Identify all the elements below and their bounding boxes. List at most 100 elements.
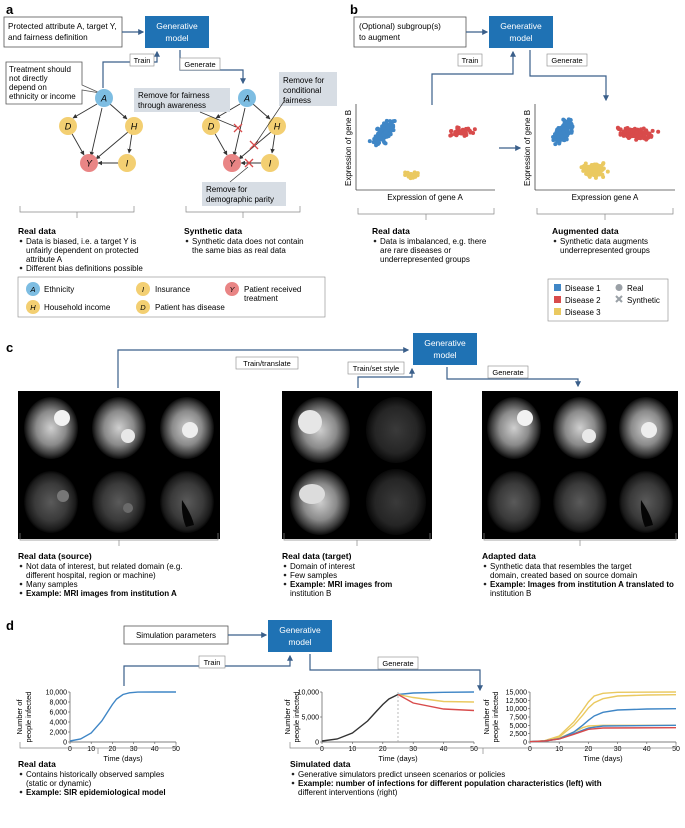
node-h-real bbox=[125, 117, 143, 135]
disease-1-point bbox=[556, 134, 561, 139]
x-tick-label: 20 bbox=[585, 746, 593, 753]
svg-text:are rare diseases or: are rare diseases or bbox=[380, 246, 451, 255]
fairness-input-text: Protected attribute A, target Y, and fai… bbox=[8, 22, 119, 42]
disease-1-point bbox=[392, 119, 397, 124]
y-tick-label: 2,000 bbox=[49, 730, 67, 737]
real-data-title-a: Real data bbox=[18, 226, 56, 236]
y-tick-label: 10,000 bbox=[46, 690, 68, 697]
y-tick-label: 7,500 bbox=[509, 715, 527, 722]
legend-disease-3: Disease 3 bbox=[565, 308, 601, 317]
svg-text:attribute A: attribute A bbox=[26, 255, 63, 264]
x-tick-label: 20 bbox=[109, 746, 117, 753]
series-line bbox=[321, 693, 399, 742]
disease-2-point bbox=[641, 126, 646, 131]
x-tick-label: 0 bbox=[320, 746, 324, 753]
disease-1-point bbox=[564, 126, 569, 131]
y-tick-label: 2,500 bbox=[509, 731, 527, 738]
svg-text:Train/set style: Train/set style bbox=[353, 364, 399, 373]
disease-1-point bbox=[553, 142, 558, 147]
generative-model-d: Generative model bbox=[268, 620, 332, 652]
disease-2-point bbox=[638, 136, 643, 141]
disease-3-point bbox=[584, 171, 589, 176]
svg-text:Remove for demographic p: Remove for demographic parity bbox=[206, 185, 274, 204]
node-y-real bbox=[80, 154, 98, 172]
disease-1-point bbox=[367, 139, 372, 144]
disease-2-point bbox=[631, 128, 636, 133]
real-dag bbox=[70, 103, 133, 166]
disease-2-point bbox=[643, 129, 648, 134]
node-a-real bbox=[95, 89, 113, 107]
legend-synthetic: Synthetic bbox=[627, 296, 660, 305]
y-tick-label: 6,000 bbox=[49, 710, 67, 717]
svg-text:Synthetic data augments: Synthetic data augments bbox=[560, 237, 648, 246]
svg-text:Data is imbalanced, e.g. there: Data is imbalanced, e.g. there bbox=[380, 237, 487, 246]
panel-d: d Simulation parameters Generative model… bbox=[6, 618, 680, 797]
x-axis-label: Time (days) bbox=[378, 754, 418, 763]
x-tick-label: 0 bbox=[528, 746, 532, 753]
svg-text:Domain of interest: Domain of interest bbox=[290, 562, 356, 571]
svg-text:model: model bbox=[433, 350, 456, 360]
remove-awareness-box bbox=[134, 88, 230, 112]
disease-2-point bbox=[453, 131, 458, 136]
y-tick-label: 4,000 bbox=[49, 720, 67, 727]
y-tick-label: 0 bbox=[63, 740, 67, 747]
subgroup-input-box bbox=[353, 16, 467, 48]
generative-model-c: Generative model bbox=[413, 333, 477, 365]
svg-text:underrepresented groups: underrepresented groups bbox=[560, 246, 650, 255]
disease-1-point bbox=[388, 132, 393, 137]
disease-2-point bbox=[449, 132, 454, 137]
legend-patient-disease: Patient has disease bbox=[155, 303, 225, 312]
svg-text:Train: Train bbox=[204, 658, 221, 667]
series-line bbox=[397, 693, 475, 703]
node-y-syn bbox=[223, 154, 241, 172]
svg-text:Example: number of infections: Example: number of infections for differ… bbox=[298, 779, 602, 788]
svg-text:Generate: Generate bbox=[492, 368, 523, 377]
fairness-input-box bbox=[3, 16, 123, 48]
svg-text:(Optional) subgroup(s) t: (Optional) subgroup(s) to augment bbox=[359, 22, 443, 42]
svg-text:H: H bbox=[131, 122, 138, 132]
disease-1-point bbox=[561, 117, 566, 122]
svg-text:Many samples: Many samples bbox=[26, 580, 78, 589]
disease-1-point bbox=[383, 130, 388, 135]
y-axis-label: Number of bbox=[15, 699, 24, 735]
disease-3-point bbox=[601, 174, 606, 179]
svg-text:D: D bbox=[208, 122, 215, 132]
remove-parity-box bbox=[202, 182, 286, 206]
panel-a-label: a bbox=[6, 2, 14, 17]
disease-1-point bbox=[380, 137, 385, 142]
disease-2-point bbox=[618, 132, 623, 137]
synthetic-data-bullets-a: Synthetic data does not contain the same… bbox=[185, 237, 304, 255]
x-tick-label: 50 bbox=[470, 746, 478, 753]
adapted-title: Adapted data bbox=[482, 551, 536, 561]
x-tick-label: 0 bbox=[68, 746, 72, 753]
disease-3-point bbox=[595, 164, 600, 169]
legend-household-income: Household income bbox=[44, 303, 111, 312]
sim-title-d: Simulated data bbox=[290, 759, 351, 769]
node-d-syn bbox=[202, 117, 220, 135]
aug-scatter-points bbox=[551, 117, 661, 180]
disease-1-point bbox=[561, 130, 566, 135]
disease-2-point bbox=[467, 128, 472, 133]
svg-text:the same bias as real data: the same bias as real data bbox=[192, 246, 286, 255]
x-tick-label: 10 bbox=[349, 746, 357, 753]
aug-xlabel-b: Expression gene A bbox=[572, 193, 639, 202]
disease-2-point bbox=[644, 137, 649, 142]
disease-1-point bbox=[381, 125, 386, 130]
disease-1-point bbox=[563, 133, 568, 138]
disease-1-point bbox=[552, 132, 557, 137]
svg-text:Generative: Generative bbox=[424, 338, 466, 348]
real-data-bullets-a: Data is biased, i.e. a target Y is unfai… bbox=[19, 237, 143, 273]
disease-1-point bbox=[570, 125, 575, 130]
real-ylabel-b: Expression of gene B bbox=[344, 110, 353, 186]
disease-2-point bbox=[615, 125, 620, 130]
svg-text:Train/translate: Train/translate bbox=[243, 359, 291, 368]
disease-3-point bbox=[598, 168, 603, 173]
disease-1-point bbox=[375, 139, 380, 144]
svg-text:Contains historically observed: Contains historically observed samples bbox=[26, 770, 164, 779]
legend-a bbox=[17, 276, 326, 318]
x-tick-label: 40 bbox=[151, 746, 159, 753]
svg-text:Generative simulators predict: Generative simulators predict unseen sce… bbox=[298, 770, 505, 779]
